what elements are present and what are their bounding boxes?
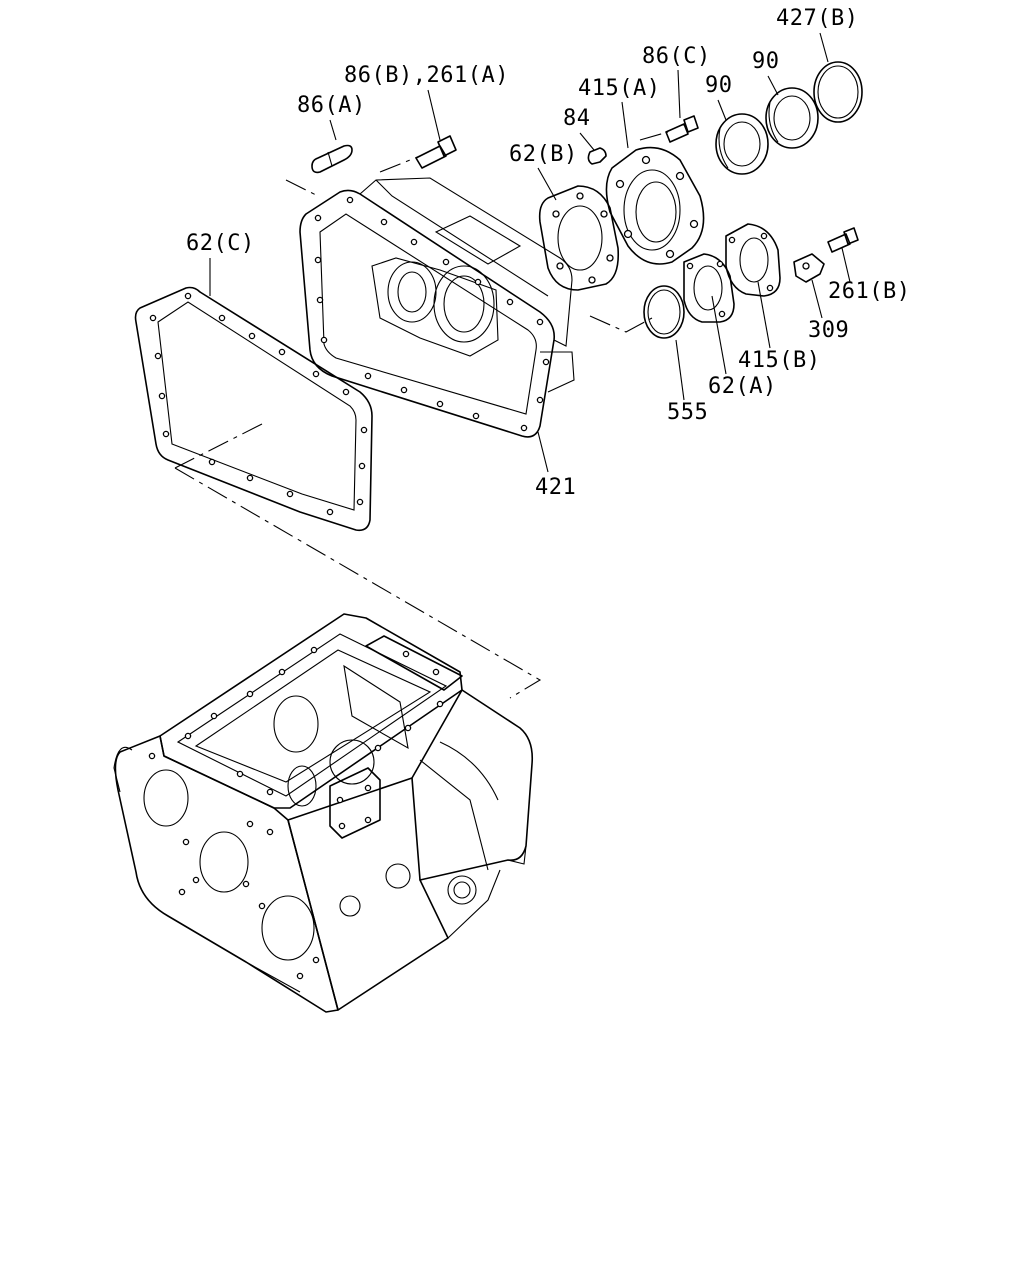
gasket-62a xyxy=(683,253,735,323)
callout-90-top: 90 xyxy=(752,49,780,74)
callout-261b: 261(B) xyxy=(828,279,910,304)
bearing-retainer-415a xyxy=(605,146,705,265)
callout-427b: 427(B) xyxy=(776,6,858,31)
gasket-62c-bolt-holes xyxy=(149,292,368,516)
callout-62c: 62(C) xyxy=(186,231,255,256)
callout-62b: 62(B) xyxy=(509,142,578,167)
callout-90-mid: 90 xyxy=(705,73,733,98)
callout-84: 84 xyxy=(563,106,591,131)
housing-421-bolt-holes xyxy=(314,196,550,432)
callout-309: 309 xyxy=(808,318,849,343)
gasket-62c xyxy=(134,286,373,532)
bolt-86b-261a xyxy=(415,135,457,169)
callout-555: 555 xyxy=(667,400,708,425)
dowel-pin-86a xyxy=(311,144,353,174)
transmission-case xyxy=(113,613,534,1013)
callout-62a: 62(A) xyxy=(708,374,777,399)
bracket-309 xyxy=(793,253,825,283)
oil-seal-90-front xyxy=(715,113,769,175)
callout-86b-261a: 86(B),261(A) xyxy=(344,63,509,88)
callout-415b: 415(B) xyxy=(738,348,820,373)
case-bolt-holes xyxy=(148,646,444,980)
retainer-415b xyxy=(725,223,781,297)
bolt-86c xyxy=(665,115,699,143)
bolt-261b xyxy=(827,227,859,253)
callout-415a: 415(A) xyxy=(578,76,660,101)
callout-86c: 86(C) xyxy=(642,44,711,69)
callout-86a: 86(A) xyxy=(297,93,366,118)
pin-84 xyxy=(587,147,607,165)
housing-cover-421 xyxy=(299,177,575,438)
callout-421: 421 xyxy=(535,475,576,500)
o-ring-555 xyxy=(643,285,685,339)
leader-lines xyxy=(209,32,851,473)
assembly-center-lines xyxy=(174,131,669,699)
o-ring-427b xyxy=(813,61,863,123)
oil-seal-90-rear xyxy=(765,87,819,149)
gasket-62b xyxy=(538,185,620,291)
